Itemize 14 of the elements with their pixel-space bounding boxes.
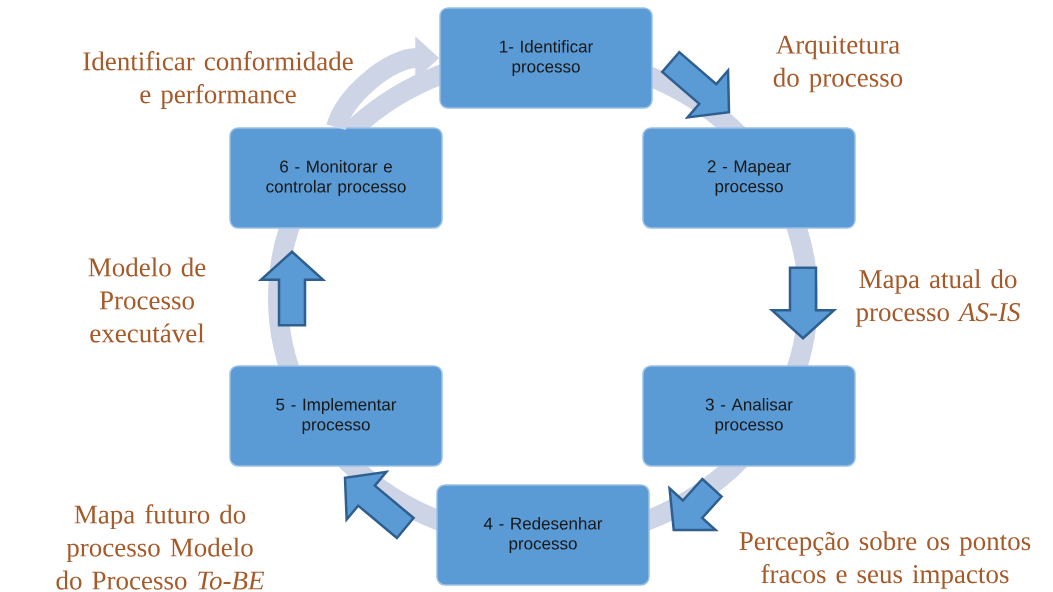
process-box: 2 - Mapear processo — [642, 127, 856, 229]
block-arrow — [257, 250, 327, 327]
process-box: 4 - Redesenhar processo — [436, 484, 650, 586]
edge-label: Mapa futuro do processo Modelo do Processo To-BE — [56, 504, 265, 590]
edge-label: Arquitetura do processo — [773, 35, 903, 93]
block-arrow — [768, 266, 838, 340]
process-box: 5 - Implementar processo — [229, 365, 443, 467]
process-box: 3 - Analisar processo — [642, 365, 856, 467]
edge-label: Mapa atual do processo AS-IS — [855, 269, 1021, 327]
process-box: 6 - Monitorar e controlar processo — [229, 127, 443, 229]
edge-label: Percepção sobre os pontos fracos e seus impactos — [739, 531, 1031, 589]
edge-label: Identificar conformidade e performance — [83, 51, 353, 109]
process-box: 1- Identificar processo — [439, 7, 653, 109]
edge-label: Modelo de Processo executável — [88, 257, 206, 343]
